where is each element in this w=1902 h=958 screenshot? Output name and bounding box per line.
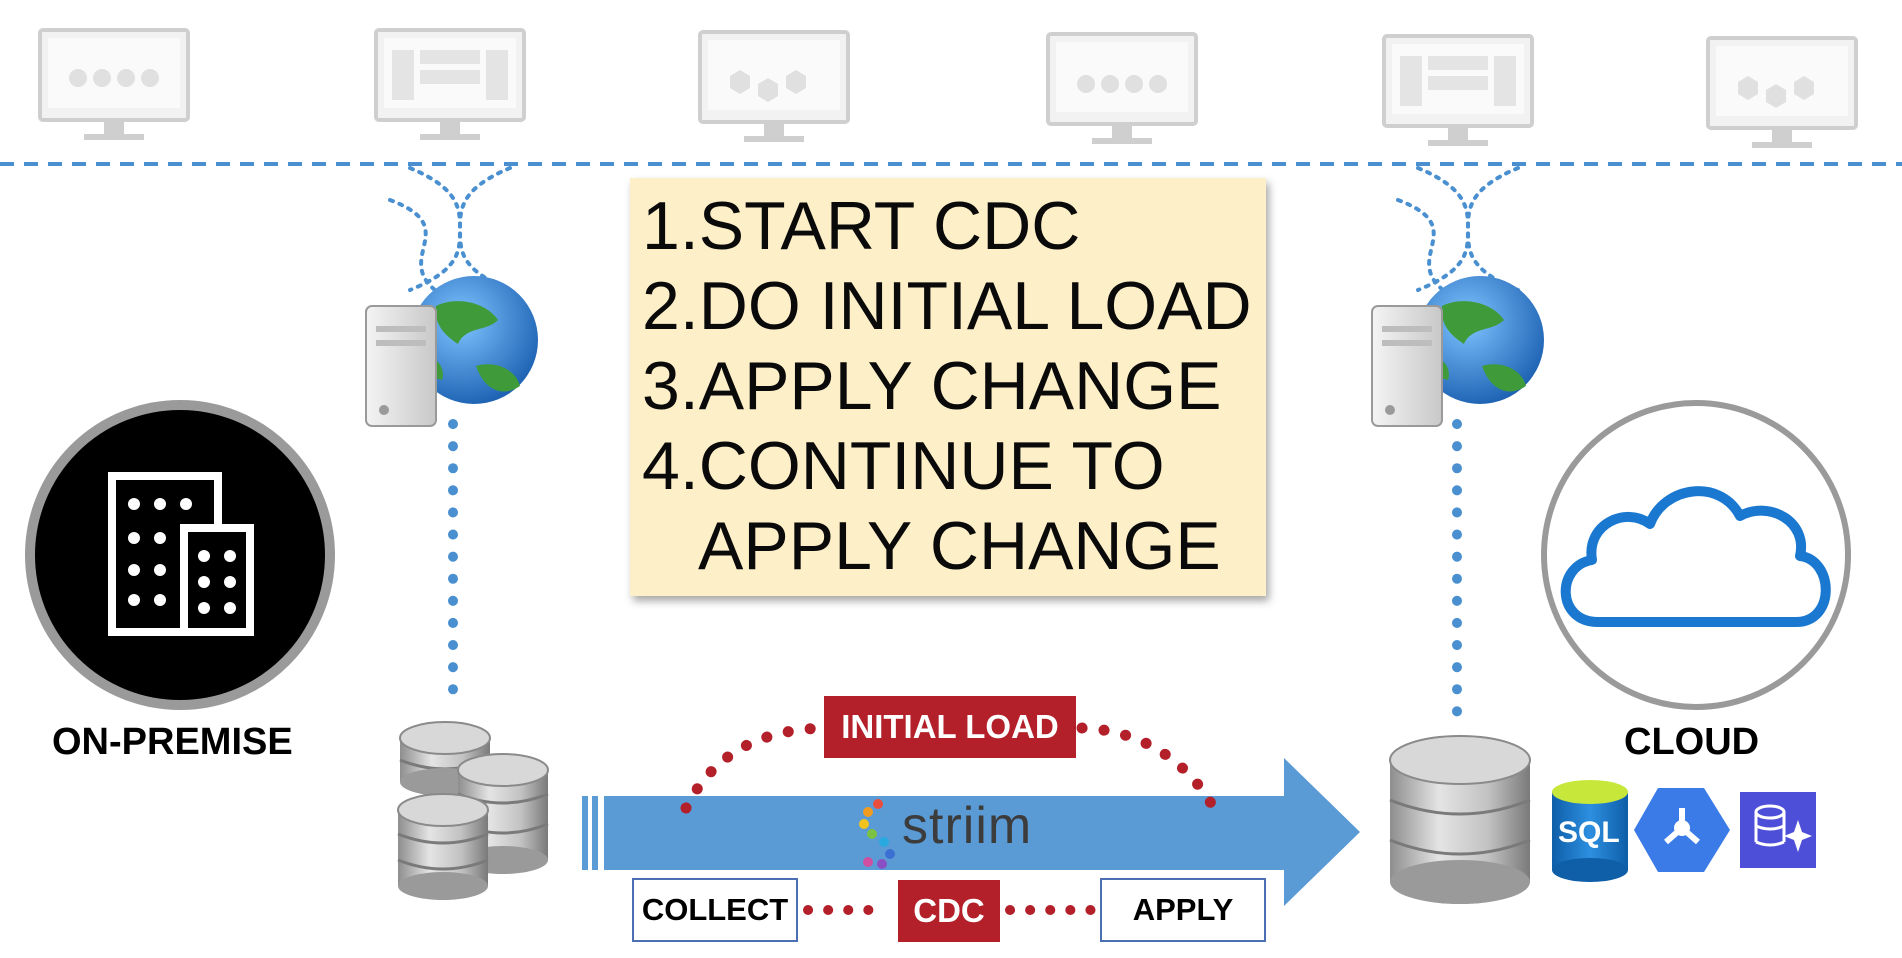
step-4-line-2: APPLY CHANGE xyxy=(698,508,1221,584)
azure-sql-icon xyxy=(1552,780,1628,882)
office-buildings-icon xyxy=(25,400,335,710)
monitor-icon xyxy=(1046,32,1198,144)
steps-list: 1.START CDC 2.DO INITIAL LOAD 3.APPLY CH… xyxy=(642,186,1262,586)
striim-logo-mark xyxy=(859,799,895,869)
monitor-icon xyxy=(1706,36,1858,148)
collect-box: COLLECT xyxy=(632,878,798,942)
left-network-chain xyxy=(388,166,512,302)
step-4-line-1: 4.CONTINUE TO xyxy=(642,428,1165,504)
cloud-label: CLOUD xyxy=(1624,721,1760,763)
cloud-icon xyxy=(1541,400,1851,710)
step-1: 1.START CDC xyxy=(642,188,1081,264)
step-2: 2.DO INITIAL LOAD xyxy=(642,268,1252,344)
google-cloud-dataflow-icon xyxy=(1634,788,1730,872)
steps-box: 1.START CDC 2.DO INITIAL LOAD 3.APPLY CH… xyxy=(630,178,1266,596)
server-globe-icon xyxy=(365,276,538,427)
monitor-icon xyxy=(38,28,190,140)
cdc-badge: CDC xyxy=(898,880,1000,942)
database-icon xyxy=(1389,735,1531,904)
striim-logo-text: striim xyxy=(902,797,1033,855)
step-3: 3.APPLY CHANGE xyxy=(642,348,1222,424)
monitor-icon xyxy=(1382,34,1534,146)
initial-load-arc xyxy=(680,722,1224,822)
database-stack-icon xyxy=(397,721,549,900)
right-network-chain xyxy=(1396,166,1520,302)
monitor-row xyxy=(38,28,1858,148)
server-globe-icon xyxy=(1371,276,1544,427)
sql-badge-text: SQL xyxy=(1558,816,1620,849)
cloud-database-icon xyxy=(1740,792,1816,868)
apply-box: APPLY xyxy=(1100,878,1266,942)
initial-load-badge: INITIAL LOAD xyxy=(824,696,1076,758)
monitor-icon xyxy=(374,28,526,140)
monitor-icon xyxy=(698,30,850,142)
flow-arrow xyxy=(582,758,1360,906)
on-premise-label: ON-PREMISE xyxy=(52,721,293,763)
